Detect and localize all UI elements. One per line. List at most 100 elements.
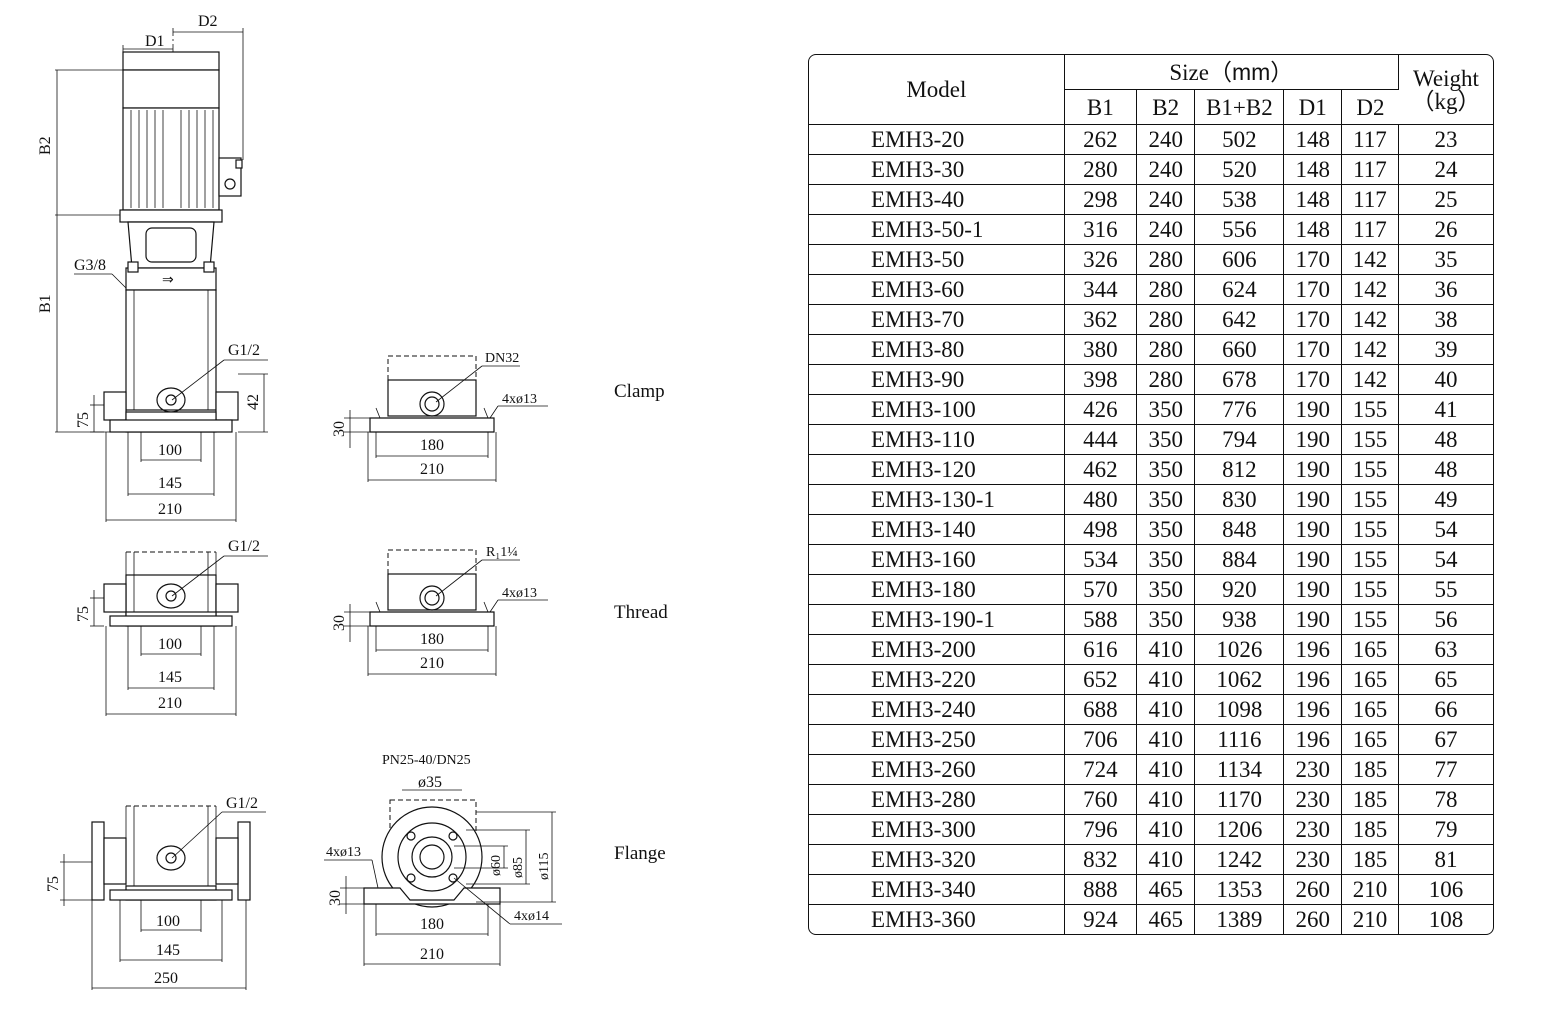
value-cell: 26 — [1398, 215, 1493, 245]
value-cell: 570 — [1064, 575, 1137, 605]
value-cell: 616 — [1064, 635, 1137, 665]
main-pump-view: D1 D2 ⇒ — [37, 13, 268, 522]
value-cell: 185 — [1342, 845, 1399, 875]
value-cell: 142 — [1342, 335, 1399, 365]
value-cell: 350 — [1136, 545, 1196, 575]
model-cell: EMH3-110 — [809, 425, 1065, 455]
flange-dim-250: 250 — [154, 970, 178, 987]
model-cell: EMH3-100 — [809, 395, 1065, 425]
value-cell: 465 — [1137, 905, 1196, 934]
weight-header: Weight（kg） — [1398, 55, 1493, 125]
b2-header: B2 — [1136, 90, 1196, 125]
value-cell: 888 — [1064, 875, 1137, 905]
value-cell: 410 — [1136, 725, 1196, 755]
thread-g12-label: G1/2 — [228, 538, 260, 555]
value-cell: 165 — [1342, 725, 1399, 755]
flange-caption: Flange — [614, 843, 666, 864]
flange-dim-75: 75 — [45, 876, 62, 892]
value-cell: 190 — [1284, 455, 1343, 485]
clamp-w180: 180 — [420, 437, 444, 454]
value-cell: 117 — [1342, 215, 1399, 245]
value-cell: 398 — [1064, 365, 1137, 395]
value-cell: 117 — [1342, 125, 1399, 155]
value-cell: 49 — [1398, 485, 1493, 515]
dn32-label: DN32 — [485, 351, 519, 366]
model-cell: EMH3-70 — [809, 305, 1065, 335]
value-cell: 190 — [1284, 485, 1343, 515]
value-cell: 56 — [1398, 605, 1493, 635]
value-cell: 170 — [1284, 245, 1343, 275]
value-cell: 38 — [1398, 305, 1493, 335]
value-cell: 350 — [1136, 425, 1196, 455]
d1-header: D1 — [1284, 90, 1343, 125]
value-cell: 23 — [1398, 125, 1493, 155]
model-cell: EMH3-190-1 — [809, 605, 1065, 635]
value-cell: 262 — [1064, 125, 1137, 155]
value-cell: 830 — [1195, 485, 1285, 515]
thread-dim-210: 210 — [158, 695, 182, 712]
value-cell: 170 — [1284, 365, 1343, 395]
value-cell: 117 — [1342, 185, 1399, 215]
value-cell: 520 — [1195, 155, 1285, 185]
value-cell: 155 — [1342, 605, 1399, 635]
value-cell: 48 — [1398, 455, 1493, 485]
value-cell: 1134 — [1195, 755, 1285, 785]
flange-h30: 30 — [327, 890, 344, 906]
thread-w210: 210 — [420, 655, 444, 672]
technical-drawings: D1 D2 ⇒ — [37, 13, 668, 990]
value-cell: 760 — [1064, 785, 1137, 815]
value-cell: 81 — [1398, 845, 1493, 875]
value-cell: 210 — [1342, 905, 1399, 934]
value-cell: 410 — [1136, 635, 1196, 665]
value-cell: 724 — [1064, 755, 1137, 785]
model-cell: EMH3-260 — [809, 755, 1065, 785]
flange-dim-100: 100 — [156, 913, 180, 930]
model-cell: EMH3-360 — [809, 905, 1065, 934]
value-cell: 350 — [1136, 485, 1196, 515]
model-cell: EMH3-30 — [809, 155, 1065, 185]
value-cell: 170 — [1284, 275, 1343, 305]
value-cell: 796 — [1064, 815, 1137, 845]
value-cell: 190 — [1284, 425, 1343, 455]
b2-label: B2 — [37, 136, 54, 155]
value-cell: 190 — [1284, 395, 1343, 425]
value-cell: 280 — [1136, 275, 1196, 305]
thread-dim-145: 145 — [158, 669, 182, 686]
value-cell: 480 — [1064, 485, 1137, 515]
value-cell: 67 — [1398, 725, 1493, 755]
value-cell: 502 — [1195, 125, 1285, 155]
value-cell: 776 — [1195, 395, 1285, 425]
value-cell: 196 — [1284, 635, 1343, 665]
value-cell: 48 — [1398, 425, 1493, 455]
value-cell: 142 — [1342, 365, 1399, 395]
value-cell: 35 — [1398, 245, 1493, 275]
value-cell: 280 — [1136, 365, 1196, 395]
thread-base-view: R₁1¼ 4xø13 30 180 210 — [331, 545, 548, 676]
value-cell: 538 — [1195, 185, 1285, 215]
dim-100: 100 — [158, 442, 182, 459]
dim-42: 42 — [245, 394, 262, 410]
value-cell: 190 — [1284, 545, 1343, 575]
value-cell: 848 — [1195, 515, 1285, 545]
value-cell: 498 — [1064, 515, 1137, 545]
value-cell: 148 — [1284, 155, 1343, 185]
value-cell: 1242 — [1195, 845, 1285, 875]
clamp-base-view: DN32 4xø13 30 180 210 — [331, 351, 548, 482]
value-cell: 1353 — [1195, 875, 1285, 905]
model-cell: EMH3-240 — [809, 695, 1065, 725]
flange-holes14-label: 4xø14 — [514, 909, 549, 924]
model-cell: EMH3-20 — [809, 125, 1065, 155]
clamp-w210: 210 — [420, 461, 444, 478]
value-cell: 326 — [1064, 245, 1137, 275]
dim-145: 145 — [158, 475, 182, 492]
flange-base-view: PN25-40/DN25 ø35 ø60 ø85 ø115 4xø13 4xø1… — [324, 753, 562, 966]
value-cell: 185 — [1342, 815, 1399, 845]
